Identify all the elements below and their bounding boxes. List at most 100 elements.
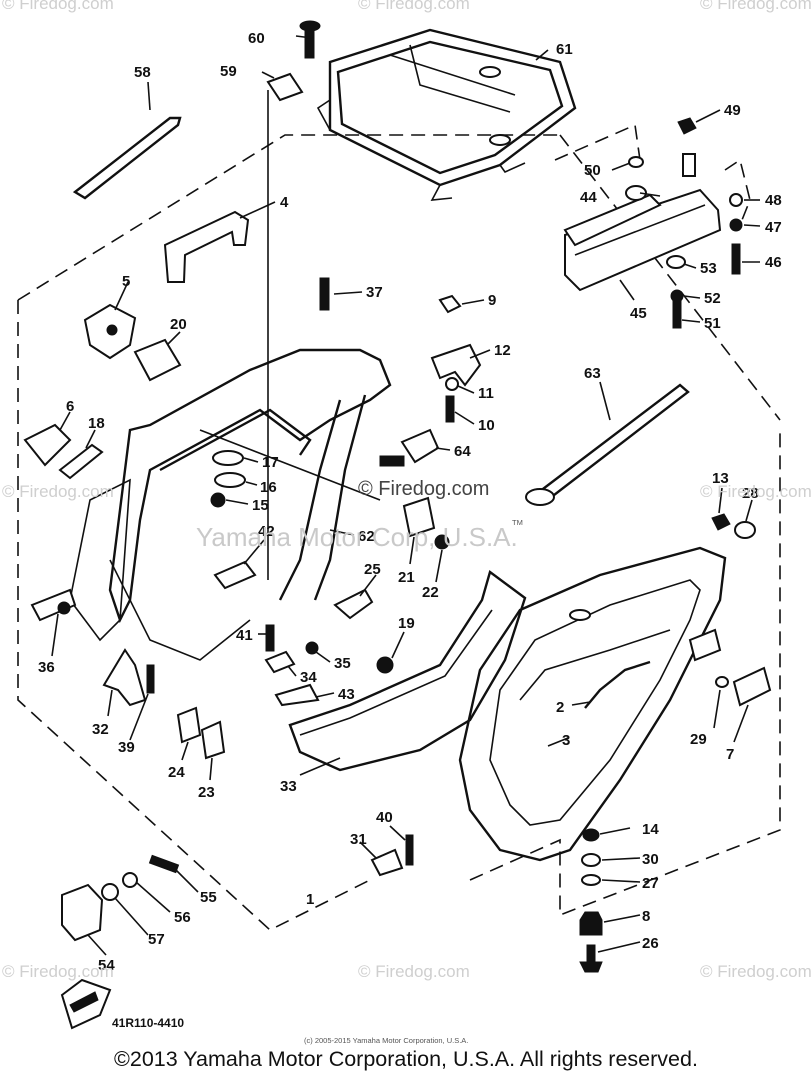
callout-17: 17 [262,454,279,471]
callout-15: 15 [252,497,269,514]
callout-42: 42 [258,523,275,540]
watermark-bottom-center: © Firedog.com [358,962,470,981]
callout-29: 29 [690,731,707,748]
small-copyright: (c) 2005-2015 Yamaha Motor Corporation, … [304,1036,469,1045]
footer-copyright: ©2013 Yamaha Motor Corporation, U.S.A. A… [114,1047,698,1071]
callout-48: 48 [765,192,782,209]
callout-3: 3 [562,732,570,749]
callout-22: 22 [422,584,439,601]
watermark-mid-right: © Firedog.com [700,482,812,501]
bolt-37 [319,277,330,311]
callout-5: 5 [122,273,130,290]
parts-diagram: 60 59 61 58 49 4 50 44 48 47 46 5 37 9 5… [17,20,782,1030]
bolt-40 [405,834,414,866]
diagram-code: 41R110-4410 [112,1016,185,1030]
nut-9 [438,294,462,314]
callout-18: 18 [88,415,105,432]
cap-28 [734,521,756,539]
plate-21 [402,496,436,538]
callout-9: 9 [488,292,496,309]
callout-43: 43 [338,686,355,703]
fasteners-right [628,117,743,329]
callout-16: 16 [260,479,277,496]
part-7 [732,666,772,707]
part-16 [214,472,246,488]
callout-51: 51 [704,315,721,332]
callout-2: 2 [556,699,564,716]
callout-7: 7 [726,746,734,763]
side-cover-3 [458,546,727,862]
callout-4: 4 [280,194,289,211]
leader-lines [51,35,761,956]
watermark-center-corp: Yamaha Motor Corp, U.S.A. [196,522,518,552]
callout-63: 63 [584,365,601,382]
bracket-25 [333,588,374,620]
part-42 [213,560,257,590]
callout-23: 23 [198,784,215,801]
watermark-tm: TM [512,518,523,527]
part-15 [210,492,226,508]
callout-32: 32 [92,721,109,738]
grip-4 [163,210,250,283]
callout-28: 28 [742,485,759,502]
callout-21: 21 [398,569,415,586]
callout-11: 11 [478,385,494,402]
bolt-55 [148,854,180,874]
callout-59: 59 [220,63,237,80]
callout-64: 64 [454,443,471,460]
callout-35: 35 [334,655,351,672]
part-35 [305,641,319,655]
callout-25: 25 [364,561,381,578]
bolt-60 [299,20,321,59]
callout-55: 55 [200,889,217,906]
part-36 [30,588,77,622]
washer-57 [101,883,119,901]
callout-47: 47 [765,219,782,236]
frame-62 [69,348,392,661]
part-34 [264,650,296,674]
callout-30: 30 [642,851,659,868]
part-23 [200,720,226,760]
watermark-center-firedog: © Firedog.com [358,478,490,500]
part-24 [176,706,202,744]
part-54 [61,883,104,942]
callout-20: 20 [170,316,187,333]
callout-8: 8 [642,908,650,925]
part-29 [715,676,729,688]
part-43 [274,683,320,707]
callout-1: 1 [306,891,314,908]
part-6 [23,423,72,467]
callout-13: 13 [712,470,729,487]
callout-36: 36 [38,659,55,676]
callout-57: 57 [148,931,165,948]
nut-13 [711,513,731,531]
callout-26: 26 [642,935,659,952]
callout-33: 33 [280,778,297,795]
callout-6: 6 [66,398,74,415]
bolt-41 [265,624,275,652]
watermark-bottom-left: © Firedog.com [2,962,114,981]
bracket-64 [400,428,440,464]
callout-24: 24 [168,764,185,781]
watermark-bottom-right: © Firedog.com [700,962,812,981]
callout-53: 53 [700,260,717,277]
callout-49: 49 [724,102,741,119]
washer-56 [122,872,138,888]
bracket-12 [430,343,482,387]
callout-41: 41 [236,627,253,644]
fastener-stack [579,828,603,973]
watermark-mid-left: © Firedog.com [2,482,114,501]
callout-52: 52 [704,290,721,307]
callout-12: 12 [494,342,511,359]
bracket-32 [102,648,147,707]
plate-20 [133,338,182,382]
grommet-19 [376,656,394,674]
side-cover-33 [288,570,527,772]
watermark-top-center: © Firedog.com [358,0,470,13]
callout-10: 10 [478,417,495,434]
watermark-top-right: © Firedog.com [700,0,812,13]
part-18 [58,443,104,480]
callout-62: 62 [358,528,375,545]
callout-50: 50 [584,162,601,179]
callout-60: 60 [248,30,265,47]
